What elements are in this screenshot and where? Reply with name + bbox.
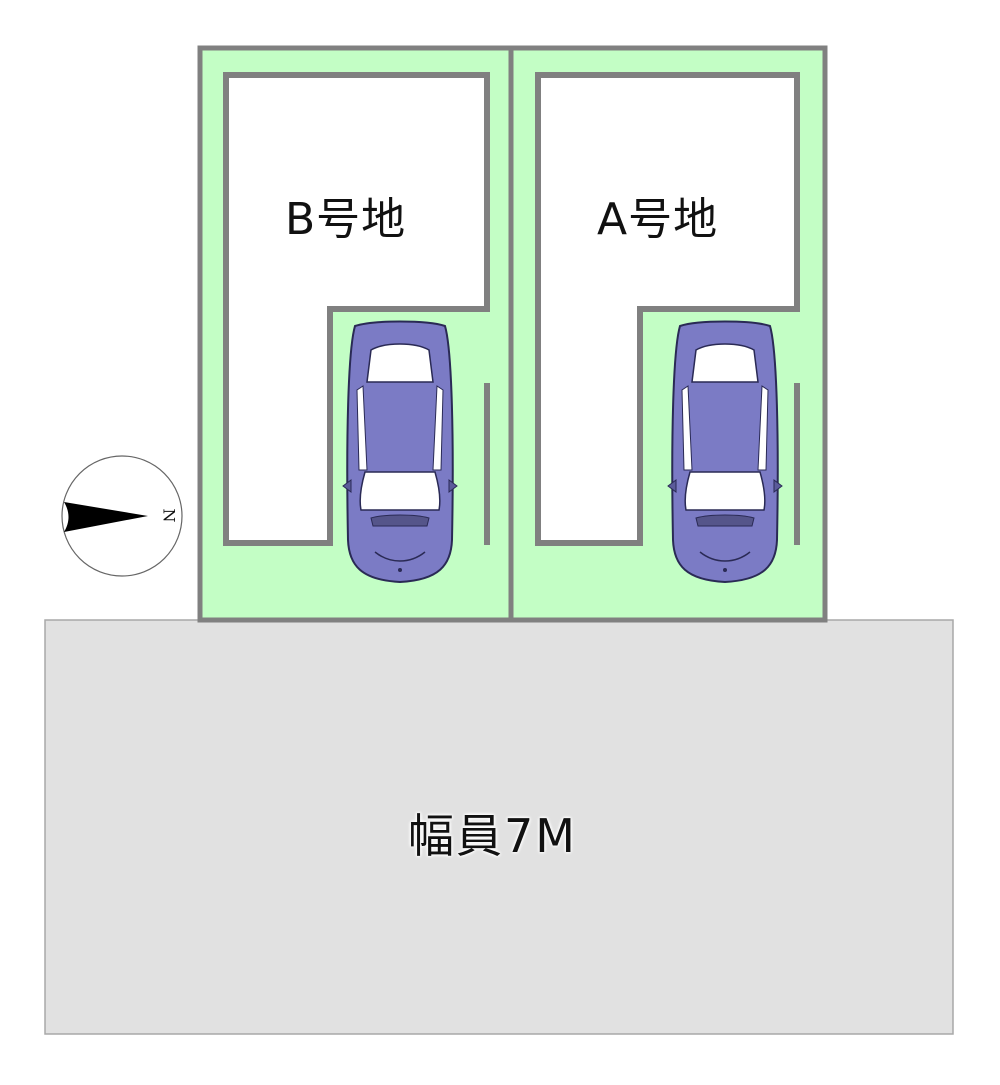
compass <box>61 455 183 577</box>
lot-a-label: A号地 <box>597 194 719 245</box>
lot-a-car-icon <box>667 320 783 583</box>
road-width-label: 幅員7M <box>408 809 577 863</box>
lot-b-building <box>223 72 490 546</box>
compass-north-label: N <box>159 508 179 523</box>
lot-a-building <box>535 72 800 546</box>
lot-b-car-icon <box>342 320 458 583</box>
lot-b-label: B号地 <box>285 194 407 245</box>
road-area <box>44 619 954 1035</box>
north-arrow-icon <box>64 502 148 532</box>
